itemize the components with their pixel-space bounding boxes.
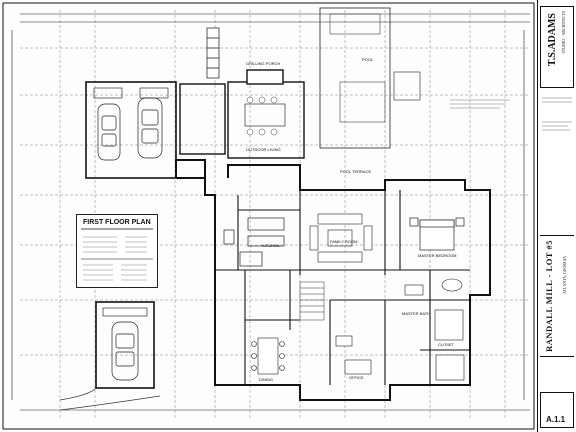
pool-area [206, 7, 421, 149]
detached-garage [95, 301, 155, 389]
legend-lines [81, 228, 153, 281]
driveway [59, 387, 161, 411]
room-label-office: OFFICE [349, 375, 364, 380]
kitchen-fixtures [223, 217, 285, 267]
outdoor-living [179, 69, 305, 159]
title-block-rules [542, 97, 572, 131]
room-label-family-room: FAMILY ROOM [330, 239, 358, 244]
family-room-furniture [309, 213, 373, 263]
car-3 [111, 321, 139, 381]
plan-legend: FIRST FLOOR PLAN [76, 214, 158, 288]
car-1 [97, 103, 121, 161]
firm-name: T.S.ADAMS [547, 13, 558, 67]
master-bath-fixtures [404, 278, 465, 381]
room-label-master-bath: MASTER BATH [402, 311, 431, 316]
garage [85, 81, 177, 179]
notes-lines [450, 99, 510, 109]
project-address: ATLANTA, GEORGIA [562, 256, 567, 295]
room-label-outdoor-living: OUTDOOR LIVING [246, 147, 281, 152]
title-block: T.S.ADAMS STUDIO · ARCHITECTS RANDALL MI… [537, 0, 576, 432]
dining-table [251, 337, 285, 375]
project-box: RANDALL MILL - LOT #5 ATLANTA, GEORGIA [540, 235, 574, 357]
interior-walls [215, 190, 470, 385]
sheet-number-box: A.1.1 [540, 392, 574, 428]
room-label-pool: POOL [362, 57, 374, 62]
firm-subtitle: STUDIO · ARCHITECTS [561, 11, 566, 54]
sheet-number: A.1.1 [546, 415, 566, 424]
room-label-closet: CLOSET [438, 342, 455, 347]
firm-box: T.S.ADAMS STUDIO · ARCHITECTS [540, 6, 574, 88]
project-name: RANDALL MILL - LOT #5 [544, 240, 554, 352]
room-label-kitchen: KITCHEN [262, 243, 280, 248]
master-bedroom-furniture [409, 217, 465, 251]
room-label-pool-terrace: POOL TERRACE [340, 169, 372, 174]
room-label-master-bedroom: MASTER BEDROOM [418, 253, 457, 258]
room-label-grilling-porch: GRILLING PORCH [246, 61, 281, 66]
stairs [299, 281, 325, 321]
outdoor-furniture [246, 96, 278, 136]
office-furniture [335, 335, 372, 375]
main-house-walls [175, 159, 491, 401]
dimension-ticks [11, 13, 530, 411]
plan-title: FIRST FLOOR PLAN [83, 219, 151, 226]
car-2 [137, 97, 163, 159]
floor-plan-drawing [2, 2, 535, 430]
room-label-dining: DINING [259, 377, 273, 382]
